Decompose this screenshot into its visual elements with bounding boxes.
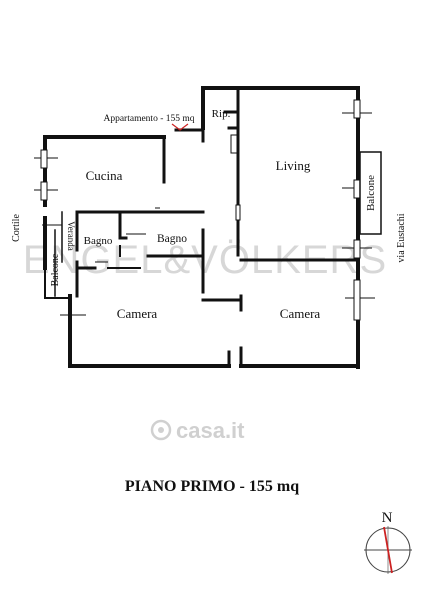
- compass-north-label: N: [382, 510, 393, 526]
- room-label-balcone-left: Balcone: [50, 253, 61, 286]
- room-label-camera-1: Camera: [117, 306, 158, 321]
- portal-watermark: casa.it: [150, 418, 245, 443]
- room-label-bagno-1: Bagno: [84, 235, 113, 247]
- room-label-bagno-2: Bagno: [157, 233, 187, 245]
- room-label-living: Living: [276, 158, 311, 173]
- window-frames: [40, 99, 361, 321]
- room-label-cucina: Cucina: [86, 168, 123, 183]
- label-cortile: Cortile: [11, 214, 22, 242]
- apartment-note: Appartamento - 155 mq: [103, 114, 194, 124]
- room-label-veranda: Veranda: [66, 221, 76, 250]
- compass-needle: [383, 526, 393, 574]
- page-title: PIANO PRIMO - 155 mq: [124, 478, 300, 495]
- portal-watermark-text: casa.it: [176, 418, 245, 443]
- apartment-note-arrow: [171, 123, 189, 131]
- label-via-eustachi: via Eustachi: [396, 213, 407, 262]
- room-label-balcone-right: Balcone: [365, 175, 377, 211]
- room-label-ripostiglio: Rip.: [212, 108, 231, 120]
- balcony-right: [359, 151, 382, 235]
- room-label-camera-2: Camera: [280, 306, 321, 321]
- walls: [43, 86, 360, 369]
- compass: N: [364, 510, 412, 574]
